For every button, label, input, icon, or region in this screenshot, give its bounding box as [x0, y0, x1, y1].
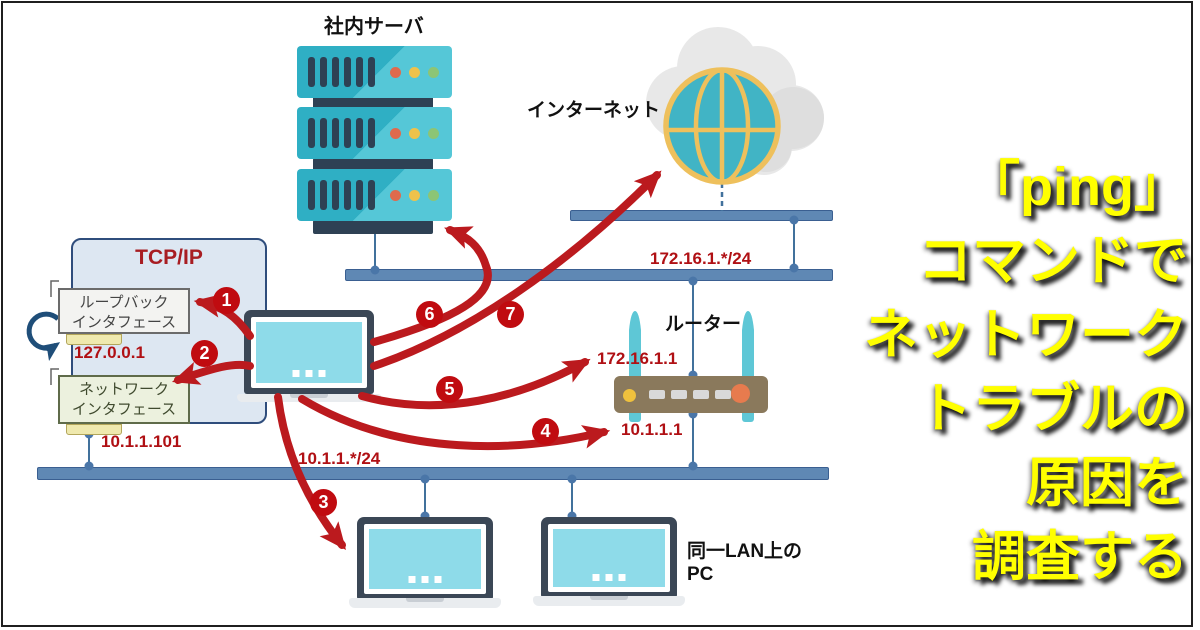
- title-line-1: 「ping」: [966, 157, 1188, 217]
- router-port: [715, 390, 731, 399]
- pc-screen-dots: [592, 574, 626, 581]
- server-rack-bar: [313, 158, 433, 172]
- step-badge-1: 1: [213, 287, 240, 314]
- server-vents: [308, 180, 375, 210]
- router-port: [693, 390, 709, 399]
- internet-label: インターネット: [527, 100, 661, 121]
- router-antenna-icons: [629, 311, 754, 422]
- server-rack-bar: [313, 220, 433, 234]
- step-badge-5: 5: [436, 376, 463, 403]
- router-label: ルーター: [665, 314, 742, 335]
- pc-screen: [553, 529, 665, 587]
- router-button: [731, 384, 750, 403]
- ping-arrow-2-nic: [171, 360, 254, 385]
- server-unit: [297, 169, 452, 221]
- ping-arrow-3-lan-pc: [274, 393, 346, 550]
- step-badge-7: 7: [497, 301, 524, 328]
- pc-screen-dots: [292, 370, 326, 377]
- step-badge-4: 4: [532, 418, 559, 445]
- loopback-ip: 127.0.0.1: [74, 343, 145, 362]
- pc-screen: [369, 529, 481, 589]
- title-line-3: ネットワーク: [864, 305, 1188, 365]
- loopback-arrow-icon: [26, 311, 61, 362]
- router-port: [671, 390, 687, 399]
- server-leds: [390, 190, 439, 201]
- wan-segment-label: 172.16.1.*/24: [650, 249, 752, 268]
- nic-ip: 10.1.1.101: [101, 432, 182, 451]
- loopback-label-line2: インタフェース: [71, 314, 177, 331]
- loopback-card-tab: [66, 334, 122, 345]
- pc-screen: [256, 322, 362, 383]
- server-rack-bar: [313, 96, 433, 110]
- step-badge-6: 6: [416, 301, 443, 328]
- title-line-4: トラブルの: [918, 379, 1188, 439]
- network-interface-card: ネットワーク インタフェース: [58, 375, 190, 424]
- router-led: [623, 389, 636, 402]
- network-card-tab: [66, 424, 122, 435]
- server-vents: [308, 118, 375, 148]
- card-pins: [50, 280, 59, 385]
- lan-pc-label-line1: 同一LAN上の: [687, 541, 803, 562]
- router-port: [649, 390, 665, 399]
- router-wan-ip: 172.16.1.1: [597, 349, 678, 368]
- server-unit: [297, 46, 452, 98]
- server-leds: [390, 128, 439, 139]
- loopback-label-line1: ループバック: [79, 294, 169, 311]
- server-leds: [390, 67, 439, 78]
- connector-lines: [88, 219, 795, 517]
- lan-pc-label-line2: PC: [687, 564, 714, 585]
- ping-arrow-5-router-wan: [358, 358, 591, 410]
- step-badge-3: 3: [310, 489, 337, 516]
- loopback-interface-card: ループバック インタフェース: [58, 288, 190, 334]
- title-line-5: 原因を: [1026, 453, 1188, 513]
- nic-label-line2: インタフェース: [71, 401, 177, 418]
- ping-arrow-7-internet: [370, 170, 662, 370]
- lan-pc-label: 同一LAN上の PC: [687, 540, 802, 586]
- title-line-2: コマンドで: [918, 231, 1188, 291]
- server-label: 社内サーバ: [324, 16, 424, 38]
- pc-screen-dots: [408, 576, 442, 583]
- bus-internet-segment: [570, 210, 833, 221]
- bus-wan-segment: [345, 269, 833, 281]
- ping-arrow-4-router-lan: [298, 395, 611, 450]
- nic-label-line1: ネットワーク: [78, 381, 169, 398]
- globe-icon: [663, 67, 781, 185]
- tcpip-label: TCP/IP: [135, 246, 203, 269]
- title-line-6: 調査する: [972, 527, 1188, 587]
- bus-lan-segment: [37, 467, 829, 480]
- router-lan-ip: 10.1.1.1: [621, 420, 683, 439]
- lan-segment-label: 10.1.1.*/24: [298, 449, 381, 468]
- page-title: 「ping」 コマンドで ネットワーク トラブルの 原因を 調査する: [820, 150, 1188, 594]
- server-vents: [308, 57, 375, 87]
- router-icon: [614, 376, 768, 413]
- server-unit: [297, 107, 452, 159]
- step-badge-2: 2: [191, 340, 218, 367]
